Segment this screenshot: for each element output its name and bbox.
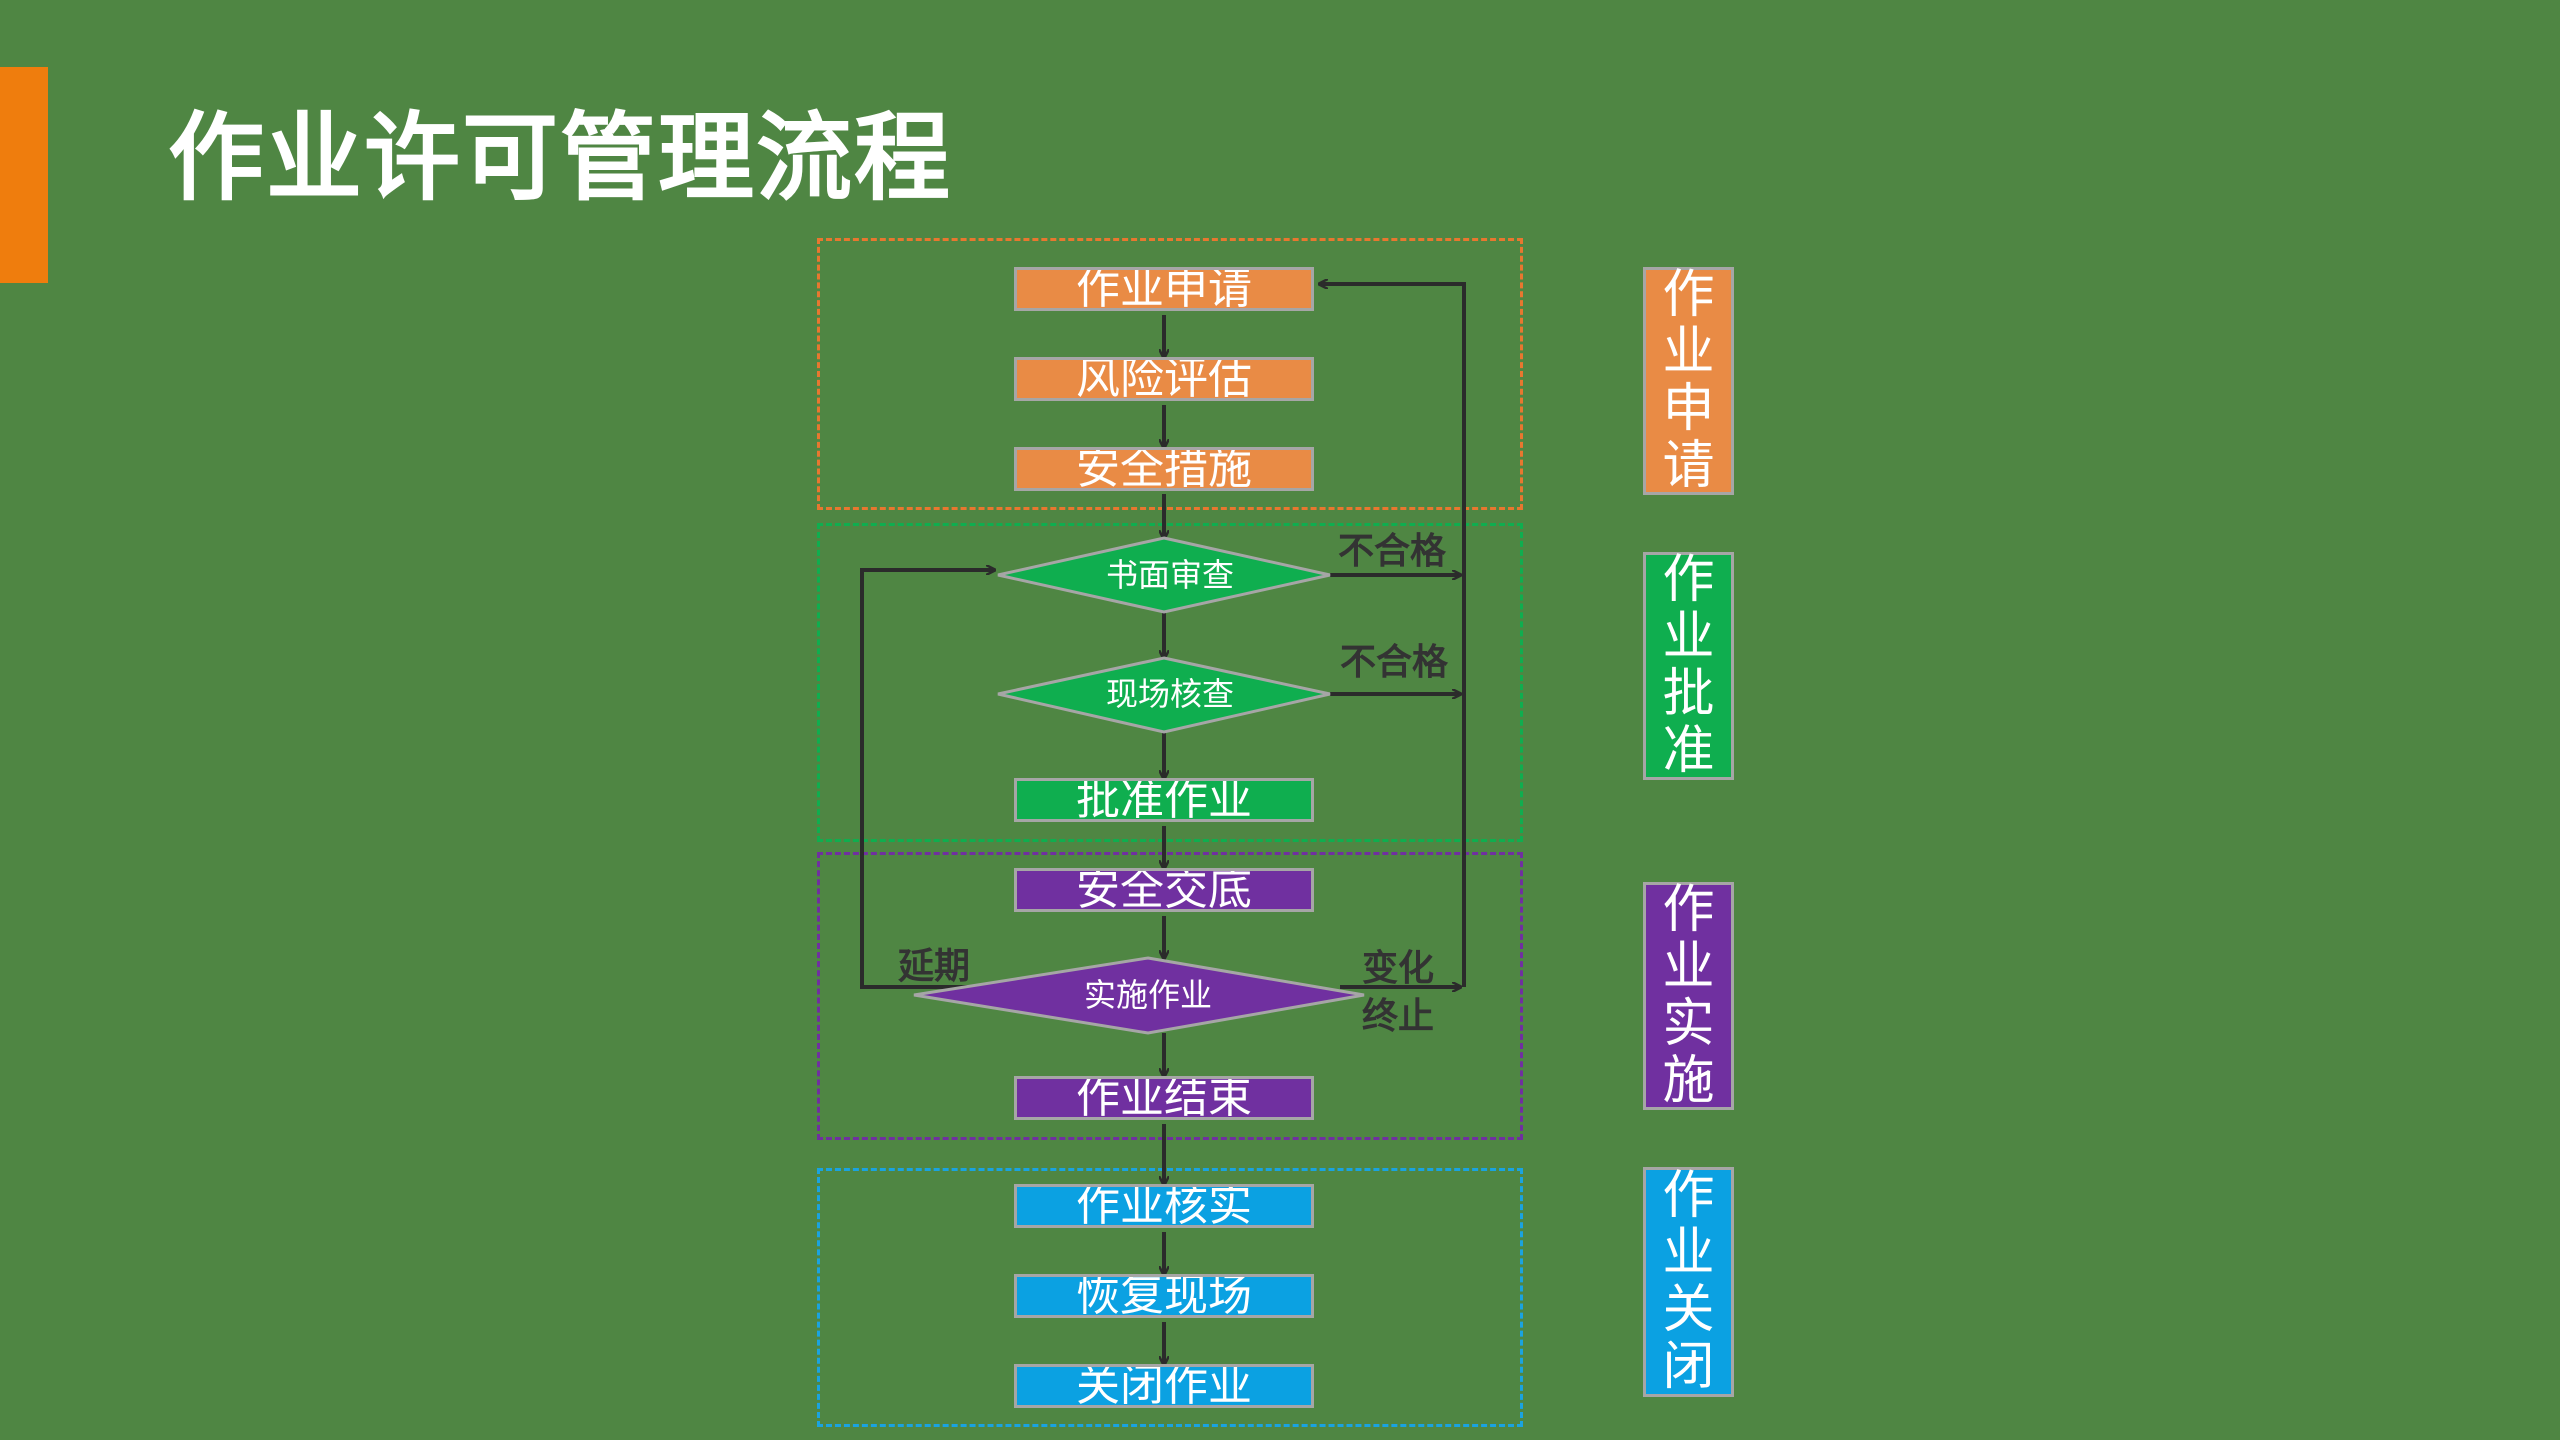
- phase-char: 请: [1662, 436, 1715, 496]
- group-approve: [817, 523, 1523, 842]
- phase-char: 作: [1662, 550, 1715, 610]
- step-restore: 恢复现场: [1014, 1274, 1314, 1318]
- phase-char: 业: [1662, 937, 1715, 997]
- phase-char: 作: [1662, 1166, 1715, 1226]
- phase-char: 业: [1662, 607, 1715, 667]
- phase-char: 业: [1662, 1223, 1715, 1283]
- phase-close: 作 业 关 闭: [1643, 1167, 1734, 1397]
- page-title: 作业许可管理流程: [168, 101, 952, 214]
- return-line: [1320, 284, 1466, 987]
- phase-char: 业: [1662, 322, 1715, 382]
- phase-execute: 作 业 实 施: [1643, 882, 1734, 1110]
- step-risk: 风险评估: [1014, 357, 1314, 401]
- delay-label: 延期: [898, 946, 970, 987]
- group-execute: [817, 852, 1523, 1140]
- step-approve: 批准作业: [1014, 778, 1314, 822]
- accent-bar: [0, 67, 48, 283]
- phase-char: 作: [1662, 880, 1715, 940]
- decision-execute: [913, 956, 1365, 1035]
- group-close: [817, 1168, 1523, 1427]
- phase-approve: 作 业 批 准: [1643, 552, 1734, 780]
- decision-execute-label: 实施作业: [1084, 976, 1212, 1014]
- group-apply: [817, 238, 1523, 510]
- phase-char: 关: [1662, 1280, 1715, 1340]
- step-briefing: 安全交底: [1014, 868, 1314, 912]
- phase-char: 闭: [1662, 1337, 1715, 1397]
- phase-apply: 作 业 申 请: [1643, 267, 1734, 495]
- step-close: 关闭作业: [1014, 1364, 1314, 1408]
- decision-site-check-label: 现场核查: [1106, 675, 1234, 713]
- phase-char: 申: [1662, 379, 1715, 439]
- decision-doc-review: [997, 536, 1331, 614]
- phase-char: 批: [1662, 664, 1715, 724]
- delay-line: [860, 570, 1010, 989]
- step-verify: 作业核实: [1014, 1184, 1314, 1228]
- fail-label-1: 不合格: [1338, 531, 1447, 572]
- change-label: 变化: [1362, 947, 1434, 989]
- step-apply: 作业申请: [1014, 267, 1314, 311]
- phase-char: 施: [1662, 1051, 1715, 1111]
- fail-label-2: 不合格: [1340, 642, 1449, 683]
- phase-char: 准: [1662, 721, 1715, 781]
- decision-doc-review-label: 书面审查: [1106, 556, 1234, 594]
- decision-site-check: [997, 656, 1331, 734]
- phase-char: 作: [1662, 265, 1715, 325]
- step-safety: 安全措施: [1014, 447, 1314, 491]
- stop-label: 终止: [1362, 996, 1434, 1037]
- step-finish: 作业结束: [1014, 1076, 1314, 1120]
- phase-char: 实: [1662, 994, 1715, 1054]
